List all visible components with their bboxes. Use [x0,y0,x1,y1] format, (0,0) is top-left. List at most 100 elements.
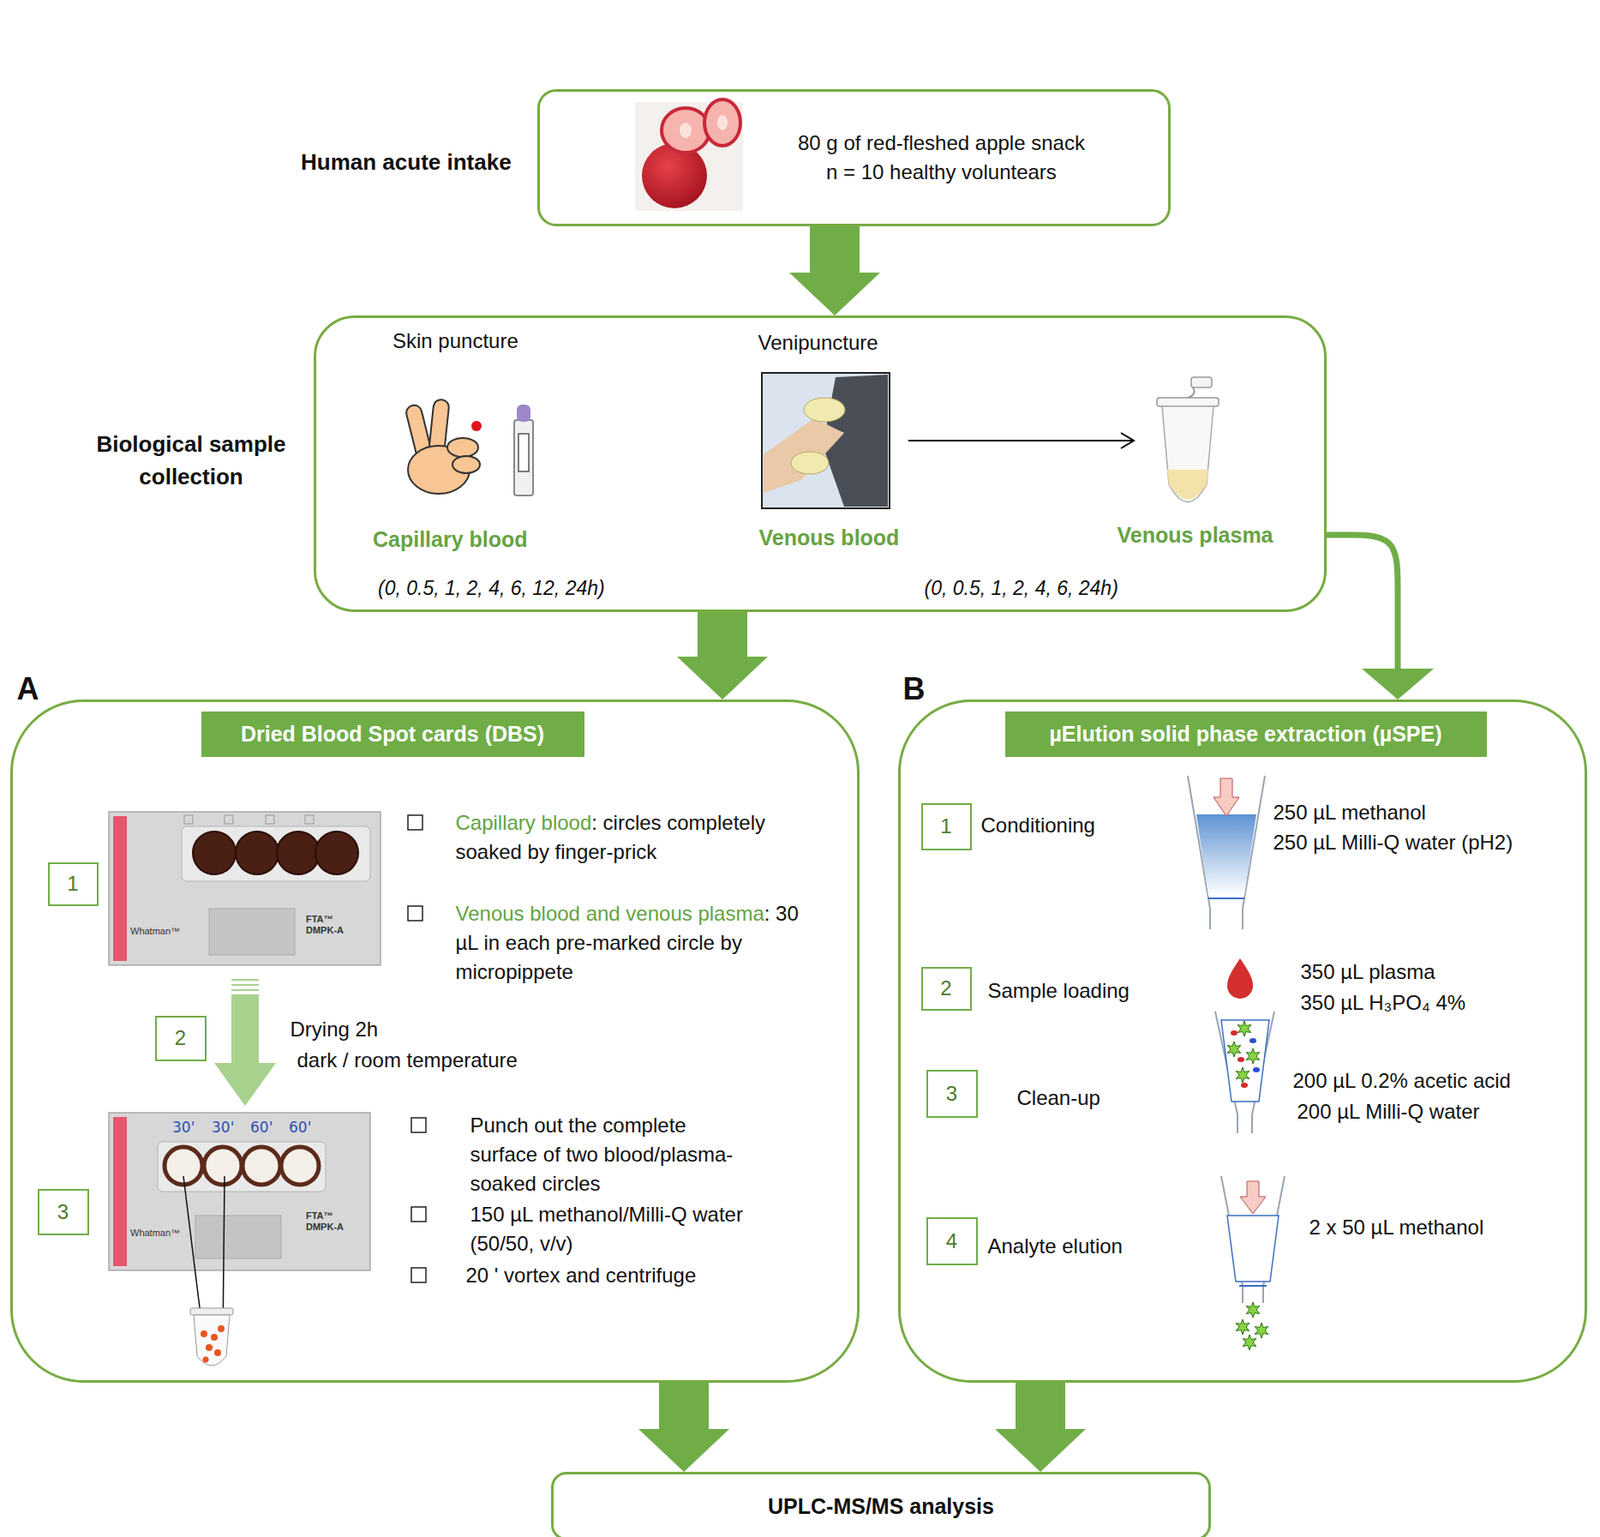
step-number-box: 1 [47,862,99,906]
process-arrow [908,432,1134,449]
dbs-card-photo [184,814,193,824]
dbs-card-photo [265,814,275,824]
extract-tube [190,1307,234,1315]
block-arrow [789,226,881,316]
collection-box: Skin punctureVenipunctureCapillary blood… [313,315,1327,612]
text-holder: 1 [922,804,971,849]
lancet-device [518,433,529,472]
time-points: (0, 0.5, 1, 2, 4, 6, 12, 24h) [377,575,606,602]
reagent-text: 350 µL plasma [1300,958,1436,985]
dbs-panel: Dried Blood Spot cards (DBS)123ACapillar… [10,699,860,1383]
drying-arrow [214,994,276,1106]
text-holder: 4 [928,1218,977,1264]
dbs-card-photo [224,814,234,824]
method-label: Skin puncture [392,327,519,354]
spe-cartridge [1230,1030,1238,1036]
step-name: Clean-up [1017,1084,1101,1111]
panel-letter: A [17,673,40,705]
dbs-card-photo [305,814,314,824]
apple-photo [661,107,710,153]
flow-arrow [638,1382,730,1472]
dbs-card-photo [113,1116,127,1266]
venipuncture-photo [763,418,845,493]
spe-cartridge [1235,1318,1250,1335]
checkbox-bullet [407,814,423,830]
dbs-card-photo [235,831,279,875]
lancet-device [516,404,531,422]
sample-type: Venous plasma [1117,521,1274,550]
step-number-box: 3 [926,1069,978,1118]
dbs-card-photo [203,1146,242,1185]
extract-tube [190,1307,234,1366]
time-mark: 60' [250,1118,273,1136]
text-part: Venous blood and venous plasma [455,901,765,925]
dbs-card-photo [108,811,381,965]
spe-cartridge [1246,1301,1260,1318]
spe-cartridge [1240,1180,1266,1214]
band-title: Dried Blood Spot cards (DBS) [240,721,545,747]
dbs-card-photo [315,831,359,875]
finger-prick-icon [452,455,480,474]
card-brand: FTA™ DMPK-A [305,913,353,935]
extract-tube [200,1330,208,1337]
step-number: 2 [940,976,952,1001]
extract-tube [203,1356,210,1363]
step-note: Drying 2h [290,1015,379,1043]
block-arrow [638,1382,730,1472]
process-arrow [908,439,1133,442]
step-number: 3 [946,1081,958,1106]
step-name: Analyte elution [988,1232,1123,1259]
text-holder: 1 [49,863,97,905]
plasma-tube [1162,406,1214,503]
spe-cartridge [1215,1011,1275,1133]
bullet-text: Punch out the complete surface of two bl… [470,1110,754,1199]
plasma-tube [1156,397,1219,407]
checkbox-bullet [411,1267,426,1283]
finger-prick-icon [447,437,479,457]
spe-cartridge [1254,1322,1269,1338]
analysis-title: UPLC-MS/MS analysis [767,1493,995,1519]
text-holder: Dried Blood Spot cards (DBS) [201,711,585,757]
text-holder: µElution solid phase extraction (µSPE) [1005,711,1487,757]
step-number: 3 [57,1199,69,1224]
time-mark: 60' [288,1118,312,1136]
bullet-text: 150 µL methanol/Milli-Q water (50/50, v/… [470,1199,754,1259]
step-number-box: 3 [37,1188,90,1235]
dbs-card-photo [192,831,236,875]
dbs-card-photo [195,1215,282,1259]
spe-cartridge [1235,1066,1250,1083]
plasma-tube [1156,377,1219,503]
section-band: Dried Blood Spot cards (DBS) [201,711,585,757]
block-arrow [994,1382,1086,1472]
dbs-card-photo [242,1146,281,1185]
sample-type: Capillary blood [372,525,528,554]
spe-panel: µElution solid phase extraction (µSPE) 1 2… [898,699,1588,1383]
blood-drop [1227,958,1253,999]
curved-arrow-line [1326,534,1398,671]
drying-arrow [231,983,259,986]
venipuncture-photo [791,451,829,474]
step-number-box: 1 [921,802,972,851]
row-label: Human acute intake [300,146,512,180]
venipuncture-photo [761,372,890,509]
text-holder: 3 [928,1071,977,1116]
text-part: Capillary blood [455,810,593,834]
spe-cartridge [1221,1019,1270,1102]
text-holder: 2 [922,968,971,1009]
dbs-card-photo [181,826,371,881]
blood-drop [1227,958,1253,999]
text-holder: 3 [39,1190,88,1234]
card-brand: Whatman™ [130,1227,180,1239]
text-holder: UPLC-MS/MS analysis [553,1474,1209,1537]
apple-photo [704,99,741,146]
reagent-text: 2 x 50 µL methanol [1309,1213,1485,1241]
spe-cartridge [1221,1175,1285,1350]
dbs-card-photo [108,1112,371,1271]
spe-cartridge [1246,1048,1260,1064]
reagent-text: 250 µL methanol [1273,798,1427,826]
checkbox-bullet [411,1117,426,1133]
